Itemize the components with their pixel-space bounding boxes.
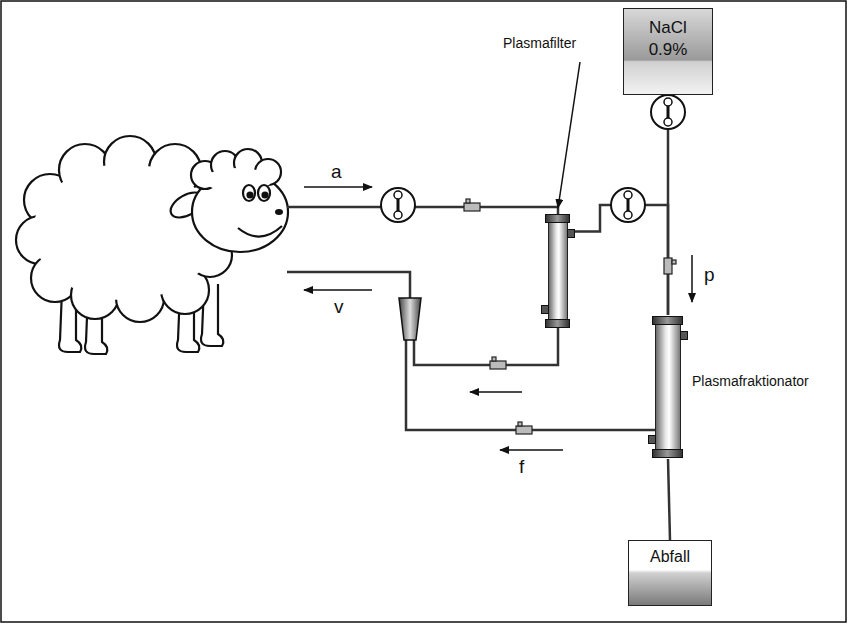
roller-pump (651, 95, 685, 129)
tubing (287, 207, 655, 430)
sheep-head (166, 149, 288, 252)
flow-label: v (334, 296, 344, 318)
cylinder-cap (652, 316, 683, 325)
container-label: Abfall (633, 547, 707, 568)
roller-pump (381, 188, 415, 222)
cylinder-cap (545, 214, 570, 223)
flow-label: a (331, 161, 342, 183)
clamps (464, 199, 676, 434)
side-port (541, 305, 549, 314)
flow-label: p (704, 264, 715, 286)
cylinder-cap (652, 449, 683, 458)
side-port (567, 229, 575, 238)
waste-container: Abfall (628, 540, 712, 606)
drip-chamber (399, 298, 421, 340)
venous-line (287, 272, 410, 298)
container-label: NaCl 0.9% (628, 17, 708, 61)
saline-bag: NaCl 0.9% (623, 8, 713, 95)
tube-connector (668, 459, 670, 540)
component-label: Plasmafraktionator (692, 373, 809, 389)
sheep-illustration (16, 136, 288, 354)
fraction-return-line (406, 340, 655, 430)
side-port (680, 331, 688, 340)
roller-pump (611, 188, 645, 222)
filter-return-line (414, 326, 558, 365)
flow-arrows (304, 62, 692, 450)
plasma-filter: Plasmafilter (548, 216, 568, 326)
arterial-line (287, 207, 558, 216)
leader-arrow (558, 62, 580, 208)
tube-connector (572, 205, 668, 315)
plasma-fractionator: Plasmafraktionator (655, 318, 681, 456)
side-port (648, 435, 656, 444)
component-label: Plasmafilter (503, 35, 576, 51)
flow-label: f (519, 456, 524, 478)
cylinder-cap (545, 319, 570, 328)
